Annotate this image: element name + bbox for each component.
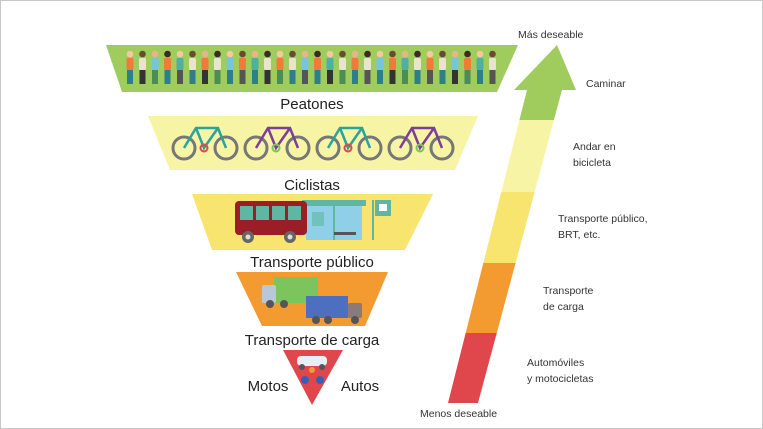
bicycle-icon <box>387 126 455 161</box>
bicycles-icon <box>171 126 455 161</box>
arrow-segment <box>465 263 516 333</box>
segment-label-line1: Andar en <box>573 141 616 153</box>
level-label-cyclists: Ciclistas <box>284 177 340 194</box>
band-cyclists <box>148 116 478 170</box>
level-label-pedestrians: Peatones <box>280 96 343 113</box>
person-icon <box>276 50 284 84</box>
level-freight: Transporte de carga <box>236 272 388 349</box>
segment-label-line1: Transporte <box>543 285 594 297</box>
person-icon <box>264 50 271 84</box>
segment-label-walking: Caminar <box>586 78 626 90</box>
level-label-public-transport: Transporte público <box>250 254 374 271</box>
person-icon <box>376 50 384 84</box>
segment-label-cars: Automóviles y motocicletas <box>527 357 594 385</box>
arrow-top-label: Más deseable <box>518 29 584 41</box>
segment-label-line2: y motocicletas <box>527 373 594 385</box>
person-icon <box>239 50 246 84</box>
arrow-segment <box>448 333 497 403</box>
desirability-arrow <box>448 45 576 403</box>
level-label-freight: Transporte de carga <box>245 332 380 349</box>
arrow-segment <box>483 192 535 263</box>
person-icon <box>139 50 146 84</box>
person-icon <box>151 50 159 84</box>
person-icon <box>189 50 196 84</box>
person-icon <box>464 50 471 84</box>
level-pedestrians: Peatones <box>106 45 518 113</box>
person-icon <box>164 50 171 84</box>
segment-label-cycling: Andar en bicicleta <box>573 141 616 169</box>
person-icon <box>364 50 371 84</box>
person-icon <box>476 50 484 84</box>
level-public-transport: Transporte público <box>192 194 433 271</box>
person-icon <box>301 50 309 84</box>
bicycle-icon <box>243 126 311 161</box>
person-icon <box>339 50 346 84</box>
level-cars-motorcycles: Motos Autos <box>248 350 379 405</box>
car-motorcycle-icon <box>297 356 327 384</box>
bus-stop-icon <box>235 200 391 243</box>
person-icon <box>426 50 434 84</box>
person-icon <box>439 50 446 84</box>
segment-label-line1: Automóviles <box>527 357 584 369</box>
person-icon <box>226 50 234 84</box>
segment-label-line2: de carga <box>543 301 584 313</box>
level-cyclists: Ciclistas <box>148 116 478 194</box>
person-icon <box>414 50 421 84</box>
person-icon <box>489 50 496 84</box>
arrow-head <box>514 45 576 90</box>
pedestrians-icon <box>126 50 496 84</box>
person-icon <box>201 50 209 84</box>
arrow-bottom-label: Menos deseable <box>420 408 497 420</box>
segment-label-line2: BRT, etc. <box>558 229 600 241</box>
segment-label-line1: Caminar <box>586 78 626 90</box>
arrow-segment <box>501 120 554 192</box>
segment-label-line2: bicicleta <box>573 157 611 169</box>
bicycle-icon <box>171 126 239 161</box>
level-label-motorcycles: Motos <box>248 378 289 395</box>
person-icon <box>176 50 184 84</box>
person-icon <box>389 50 396 84</box>
trucks-icon <box>262 277 362 324</box>
segment-label-line1: Transporte público, <box>558 213 648 225</box>
person-icon <box>351 50 359 84</box>
bicycle-icon <box>315 126 383 161</box>
person-icon <box>126 50 134 84</box>
person-icon <box>314 50 321 84</box>
arrow-segment <box>519 90 562 120</box>
segment-label-freight: Transporte de carga <box>543 285 594 313</box>
person-icon <box>214 50 221 84</box>
level-label-cars: Autos <box>341 378 379 395</box>
person-icon <box>451 50 459 84</box>
person-icon <box>326 50 334 84</box>
person-icon <box>251 50 259 84</box>
person-icon <box>401 50 409 84</box>
person-icon <box>289 50 296 84</box>
segment-label-public-transport: Transporte público, BRT, etc. <box>558 213 648 241</box>
